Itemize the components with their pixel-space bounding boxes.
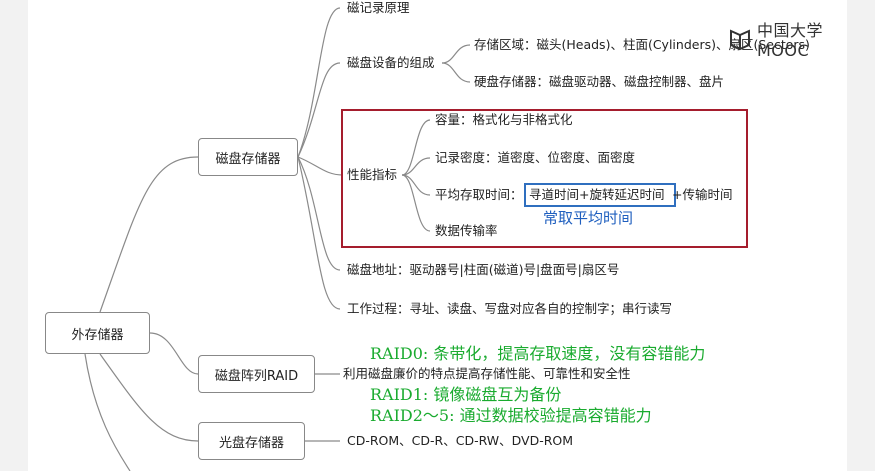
- transfer-rate: 数据传输率: [435, 223, 498, 238]
- disk-address: 磁盘地址：驱动器号|柱面(磁道)号|盘面号|扇区号: [347, 262, 620, 277]
- seek-time-frame: [524, 183, 676, 207]
- recording-density: 记录密度：道密度、位密度、面密度: [435, 150, 636, 165]
- raid0-note: RAID0: 条带化，提高存取速度，没有容错能力: [370, 344, 706, 363]
- connector-perf-rate: [401, 174, 431, 232]
- raid2-5-note: RAID2～5: 通过数据校验提高容错能力: [370, 406, 652, 425]
- connector-perf-density: [401, 157, 431, 176]
- optical-types: CD-ROM、CD-R、CD-RW、DVD-ROM: [347, 433, 574, 448]
- root-node: 外存储器: [45, 312, 150, 354]
- access-time-highlight: 寻道时间+旋转延迟时间: [529, 187, 665, 202]
- optical-storage-node: 光盘存储器: [198, 422, 305, 460]
- performance-highlight-frame: [341, 109, 748, 248]
- connector-disk-address: [297, 156, 341, 271]
- connector-comp-storage: [441, 44, 471, 64]
- raid1-note: RAID1: 镜像磁盘互为备份: [370, 385, 562, 404]
- raid-description: 利用磁盘廉价的特点提高存储性能、可靠性和安全性: [343, 366, 631, 381]
- raid-node: 磁盘阵列RAID: [198, 355, 315, 393]
- mooc-logo-text: 中国大学MOOC: [756, 21, 823, 60]
- connector-disk-workflow: [297, 156, 341, 310]
- connector-root-disk: [99, 156, 199, 313]
- mooc-watermark: 中国大学MOOC: [727, 17, 875, 60]
- right-margin: [847, 0, 875, 471]
- capacity: 容量：格式化与非格式化: [435, 112, 573, 127]
- connector-disk-composition: [297, 62, 341, 158]
- disk-storage-node: 磁盘存储器: [198, 138, 298, 176]
- disk-hardware: 硬盘存储器：磁盘驱动器、磁盘控制器、盘片: [474, 74, 725, 89]
- disk-composition: 磁盘设备的组成: [347, 55, 435, 70]
- recording-principle: 磁记录原理: [347, 0, 410, 15]
- connector-disk-recording: [297, 7, 341, 158]
- performance-metrics: 性能指标: [347, 167, 398, 182]
- access-time-suffix: +传输时间: [672, 187, 733, 202]
- mooc-logo-icon: [729, 28, 750, 50]
- access-time-note: 常取平均时间: [543, 209, 634, 227]
- access-time-prefix: 平均存取时间：: [435, 187, 523, 202]
- storage-area: 存储区域：磁头(Heads)、柱面(Cylinders)、扇区(Sectors): [474, 37, 810, 52]
- connector-root-more: [84, 353, 131, 471]
- connector-comp-hardware: [441, 62, 471, 83]
- connector-perf-capacity: [401, 119, 431, 176]
- connector-root-raid: [149, 332, 199, 375]
- left-margin: [0, 0, 28, 471]
- disk-workflow: 工作过程：寻址、读盘、写盘对应各自的控制字；串行读写: [347, 301, 673, 316]
- connector-root-optical: [99, 353, 199, 442]
- connector-disk-performance: [297, 156, 344, 176]
